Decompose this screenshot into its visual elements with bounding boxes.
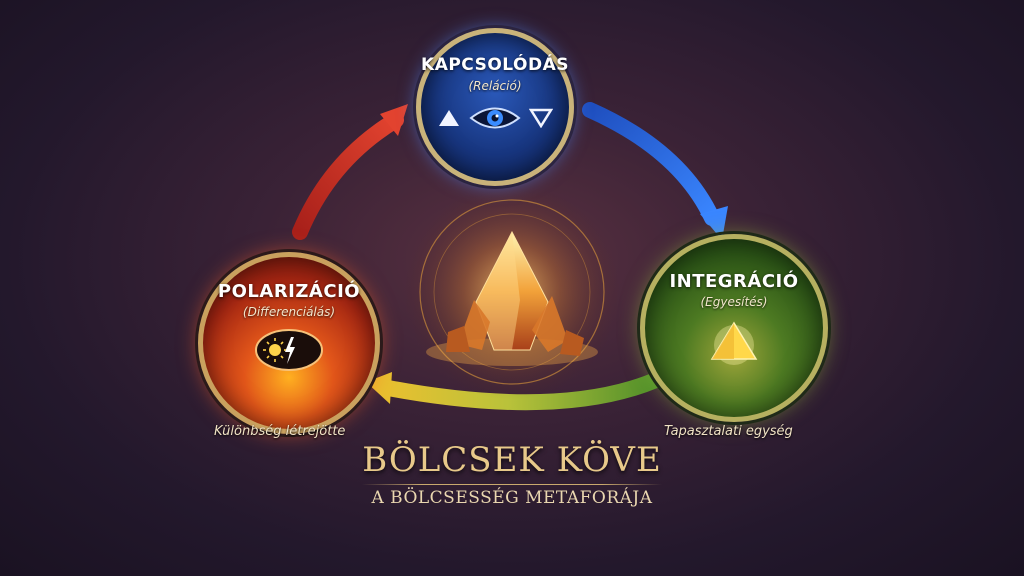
glowing-pyramid-icon	[710, 321, 758, 365]
main-title: BÖLCSEK KÖVE	[362, 440, 662, 480]
main-subtitle: A BÖLCSESSÉG METAFORÁJA	[371, 488, 653, 508]
caption-right: Tapasztalati egység	[664, 424, 793, 439]
red-arrow-head	[380, 104, 408, 136]
node-subtitle: (Differenciálás)	[242, 305, 336, 319]
eye-with-triangles-icon	[437, 103, 553, 133]
node-kapcsolodas: KAPCSOLÓDÁS (Reláció)	[416, 28, 574, 186]
node-title: POLARIZÁCIÓ	[217, 281, 361, 302]
eye-icon	[469, 107, 521, 129]
red-arrow	[292, 112, 404, 240]
triangle-down-icon	[529, 108, 553, 128]
green-yellow-arrow	[380, 372, 664, 411]
node-polarizacio: POLARIZÁCIÓ (Differenciálás)	[198, 252, 380, 434]
node-title: INTEGRÁCIÓ	[669, 271, 799, 292]
node-title: KAPCSOLÓDÁS	[421, 55, 569, 75]
sun-moon-lightning-icon	[255, 329, 323, 371]
blue-arrow	[582, 102, 720, 226]
title-divider	[362, 484, 662, 485]
caption-left: Különbség létrejötte	[214, 424, 346, 439]
green-yellow-arrow-head	[366, 372, 392, 404]
philosophers-stone-crystal-icon	[404, 184, 620, 400]
blue-arrow-head	[700, 206, 728, 240]
triangle-up-icon	[439, 110, 459, 126]
node-integracio: INTEGRÁCIÓ (Egyesítés)	[640, 234, 828, 422]
node-subtitle: (Egyesítés)	[700, 295, 768, 309]
node-subtitle: (Reláció)	[468, 79, 522, 93]
